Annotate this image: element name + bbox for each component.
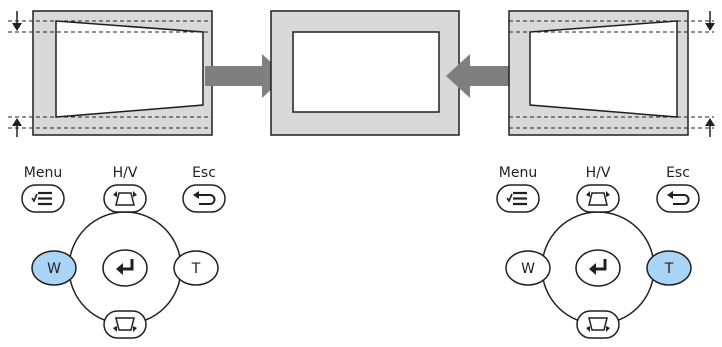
keystone-up-button[interactable]	[103, 184, 147, 213]
esc-button[interactable]	[656, 184, 700, 213]
menu-label: Menu	[24, 165, 62, 181]
keystone-down-icon	[586, 317, 610, 332]
return-icon	[193, 191, 216, 205]
menu-button[interactable]	[21, 184, 65, 213]
keystone-down-button[interactable]	[103, 310, 147, 339]
corrected-image	[292, 31, 440, 113]
keystone-up-icon	[113, 191, 137, 206]
esc-label: Esc	[666, 165, 690, 181]
w-button[interactable]: W	[31, 250, 77, 286]
enter-icon	[589, 259, 607, 275]
t-button[interactable]: T	[173, 250, 219, 286]
left-top-arrow-icon	[12, 11, 22, 31]
t-label: T	[664, 261, 674, 277]
menu-list-icon	[31, 191, 52, 206]
left-pointing-arrow-icon	[446, 54, 517, 98]
w-label: W	[521, 261, 535, 277]
left-projection-panel	[8, 10, 213, 137]
right-top-arrow-icon	[705, 11, 715, 31]
center-projection-panel	[270, 10, 460, 136]
remote-left: Menu H/V Esc	[21, 165, 226, 339]
enter-icon	[116, 259, 134, 275]
t-button[interactable]: T	[646, 250, 692, 286]
enter-button[interactable]	[575, 249, 621, 287]
hv-label: H/V	[113, 165, 138, 181]
right-pointing-arrow-icon	[205, 54, 286, 98]
menu-list-icon	[506, 191, 527, 206]
w-button[interactable]: W	[505, 250, 551, 286]
w-label: W	[47, 261, 61, 277]
menu-label: Menu	[499, 165, 537, 181]
enter-button[interactable]	[102, 249, 148, 287]
esc-label: Esc	[192, 165, 216, 181]
esc-button[interactable]	[182, 184, 226, 213]
menu-button[interactable]	[496, 184, 540, 213]
return-icon	[667, 191, 690, 205]
right-bottom-arrow-icon	[705, 118, 715, 137]
right-keystone-image	[529, 20, 678, 118]
remote-right: Menu H/V Esc	[496, 165, 700, 339]
t-label: T	[191, 261, 201, 277]
left-keystone-image	[55, 20, 204, 118]
right-projection-panel	[508, 10, 715, 137]
left-bottom-arrow-icon	[12, 118, 22, 137]
keystone-up-icon	[586, 191, 610, 206]
hv-label: H/V	[586, 165, 611, 181]
keystone-down-icon	[113, 317, 137, 332]
keystone-up-button[interactable]	[576, 184, 620, 213]
keystone-down-button[interactable]	[576, 310, 620, 339]
